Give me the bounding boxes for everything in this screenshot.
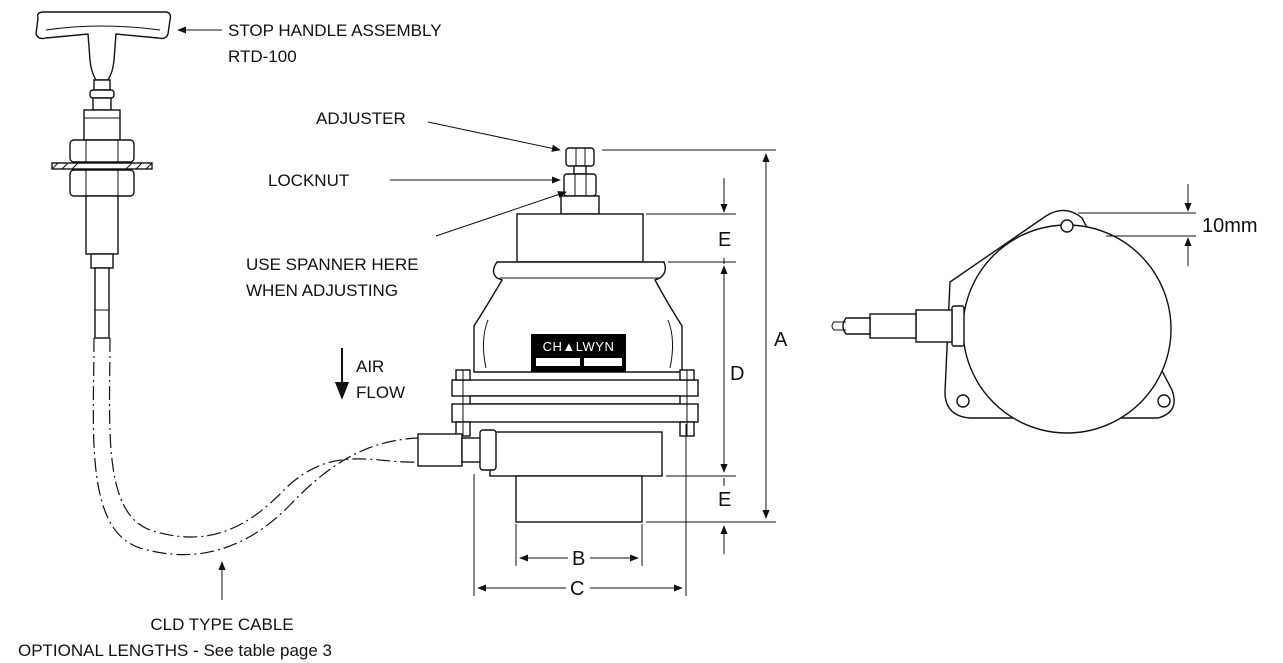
- dimension-10mm: 10mm: [1202, 215, 1258, 237]
- dimension-e-bottom: E: [718, 489, 731, 511]
- valve-body: CH▲LWYN: [417, 147, 699, 523]
- leader-lines: [177, 26, 567, 600]
- dimension-b: B: [572, 548, 585, 570]
- dimension-lines: [473, 149, 1196, 596]
- dimension-a: A: [774, 329, 788, 351]
- brand-badge: CH▲LWYN: [543, 339, 615, 354]
- cld-cable: [92, 337, 419, 556]
- air-flow-label-line1: AIR: [356, 357, 384, 376]
- stop-handle-assembly: [35, 11, 172, 339]
- stop-handle-label: STOP HANDLE ASSEMBLY: [228, 21, 442, 40]
- dimension-e-top: E: [718, 229, 731, 251]
- end-view: [831, 209, 1175, 434]
- locknut-label: LOCKNUT: [268, 171, 349, 190]
- air-flow-label-line2: FLOW: [356, 383, 405, 402]
- cable-label-line2: OPTIONAL LENGTHS - See table page 3: [18, 641, 332, 660]
- stop-handle-model: RTD-100: [228, 47, 297, 66]
- spanner-label-line1: USE SPANNER HERE: [246, 255, 419, 274]
- dimension-d: D: [730, 363, 744, 385]
- cable-label-line1: CLD TYPE CABLE: [150, 615, 293, 634]
- adjuster-label: ADJUSTER: [316, 109, 406, 128]
- dimension-c: C: [570, 578, 584, 600]
- spanner-label-line2: WHEN ADJUSTING: [246, 281, 398, 300]
